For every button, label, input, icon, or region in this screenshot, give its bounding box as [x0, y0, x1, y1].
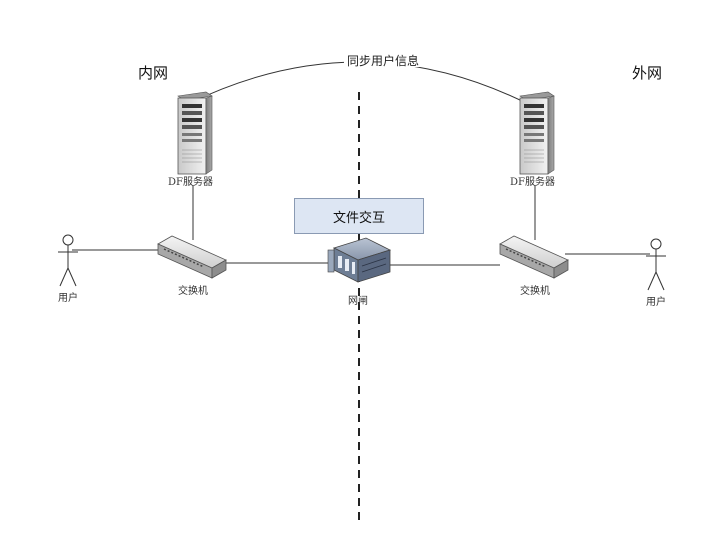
- left-server-icon: [177, 91, 213, 175]
- right-server-icon: [519, 91, 555, 175]
- inner-network-label: 内网: [138, 64, 169, 82]
- left-user-label: 用户: [58, 293, 78, 304]
- right-user-label: 用户: [646, 297, 666, 308]
- left-switch-icon: [157, 235, 227, 279]
- gateway-icon: [327, 237, 392, 283]
- right-switch-icon: [499, 235, 569, 279]
- left-switch-label: 交换机: [178, 286, 208, 297]
- sync-user-info-label: 同步用户信息: [344, 55, 423, 67]
- right-user-icon: [646, 238, 666, 291]
- gateway-label: 网闸: [348, 296, 368, 307]
- file-exchange-box: 文件交互: [294, 198, 424, 234]
- right-switch-label: 交换机: [520, 286, 550, 297]
- left-server-label: DF服务器: [168, 177, 213, 188]
- outer-network-label: 外网: [632, 64, 663, 82]
- left-user-icon: [58, 234, 78, 287]
- right-server-label: DF服务器: [510, 177, 555, 188]
